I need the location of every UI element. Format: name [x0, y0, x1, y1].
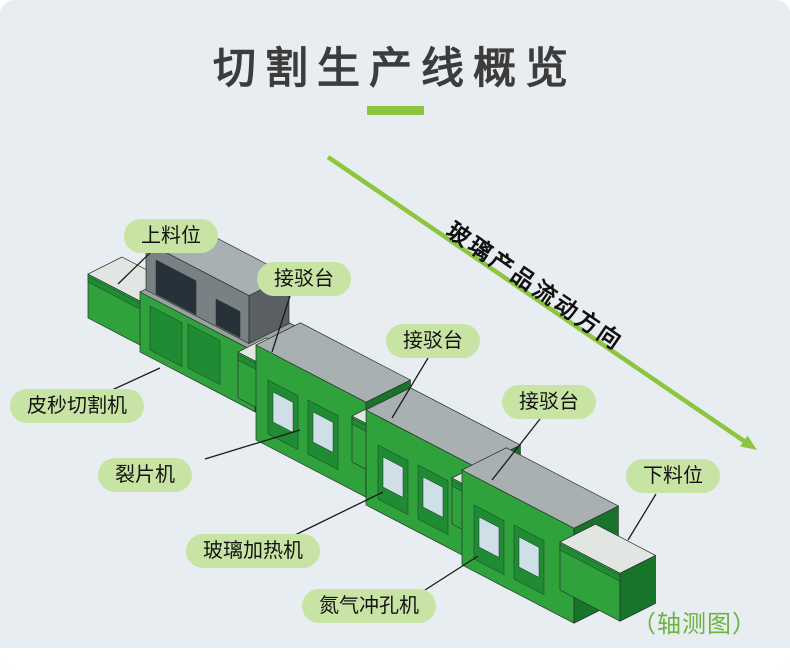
callout-splitting-machine: 裂片机 [98, 458, 192, 492]
title-underline-bar [367, 106, 424, 115]
footer-strip [0, 648, 790, 670]
callout-picosecond-cutter: 皮秒切割机 [10, 389, 144, 423]
callout-transfer-table-2: 接驳台 [386, 324, 480, 358]
flow-arrow [326, 155, 757, 450]
callout-glass-heater: 玻璃加热机 [186, 534, 320, 568]
unloading-table-graphic [559, 523, 657, 622]
callout-transfer-table-1: 接驳台 [257, 262, 351, 296]
callout-lines [111, 252, 657, 591]
callout-transfer-table-3: 接驳台 [502, 385, 596, 419]
page-title: 切割生产线概览 [213, 45, 577, 93]
view-note: （轴测图） [632, 611, 757, 638]
callout-nitrogen-punch: 氮气冲孔机 [302, 589, 436, 623]
callout-unloading-station: 下料位 [626, 459, 720, 493]
callout-loading-station: 上料位 [124, 219, 218, 253]
